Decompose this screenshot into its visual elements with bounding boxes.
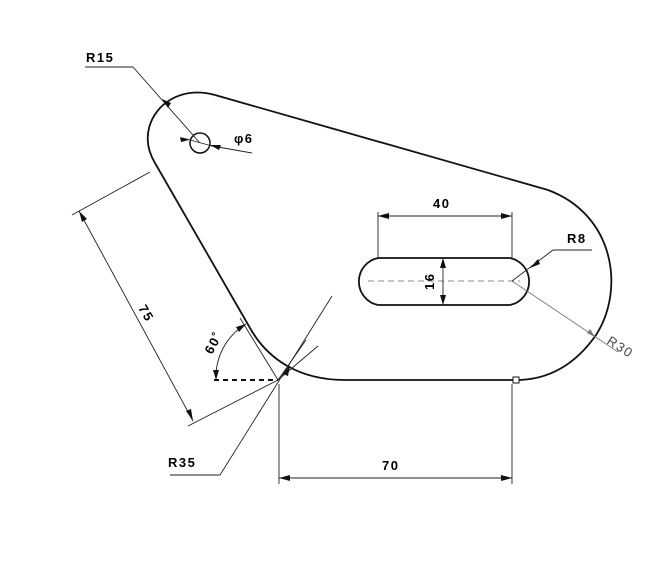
d70-arrow-left [279,475,290,481]
r8-arrow [530,259,540,268]
dim-70: 70 [278,384,513,484]
angle-slant-ref [239,317,279,381]
dim-r35: R35 [168,295,333,476]
r30-label: R30 [604,333,636,361]
d75-ext-top [71,171,151,216]
d16-label: 16 [422,273,437,290]
r35-fillet [249,327,346,381]
d70-label: 70 [382,458,399,473]
d40-arrow-right [501,213,512,219]
r15-arrow [162,99,171,108]
left-slanted-edge [154,162,251,329]
hole [182,132,213,154]
angle-arc [215,323,247,381]
part-outline [146,91,613,384]
r30-leader [511,280,619,353]
r30-arc [515,189,613,381]
phi6-arrow-in [180,137,189,142]
dim-phi6: φ6 [180,131,254,154]
top-edge [214,94,549,191]
r8-label: R8 [567,231,587,246]
dim-16: 16 [422,258,446,305]
dim-r15: R15 [85,50,201,144]
dim-r30: R30 [511,280,636,361]
dim-r8: R8 [511,231,592,282]
hole-center-h [182,137,213,147]
tangent-point-marker [512,376,520,384]
angle-arrow-bottom [213,370,219,380]
angle-arrow-top [236,324,246,332]
slot-outline [358,257,530,306]
angle-label: 60˚ [201,329,225,357]
r35-ray-2 [277,339,307,381]
d16-arrow-bottom [440,295,446,305]
d40-arrow-left [378,213,389,219]
d75-arrow-bottom [186,409,193,421]
d75-ext-bottom [187,379,279,427]
slot [358,257,530,306]
d75-line [78,210,194,422]
r15-label: R15 [86,50,114,65]
d40-label: 40 [433,196,450,211]
r15-arc [146,91,216,164]
phi6-label: φ6 [234,131,254,146]
dim-75: 75 [71,171,279,427]
d75-arrow-top [79,211,87,222]
r30-arrow [587,329,595,337]
r35-leader-long [219,295,333,476]
r35-label: R35 [168,455,196,470]
d70-arrow-right [501,475,512,481]
d16-arrow-top [440,258,446,268]
phi6-arrow [210,145,221,150]
hole-circle [189,132,211,154]
r35-arrow [283,365,290,376]
dim-40: 40 [377,196,513,258]
